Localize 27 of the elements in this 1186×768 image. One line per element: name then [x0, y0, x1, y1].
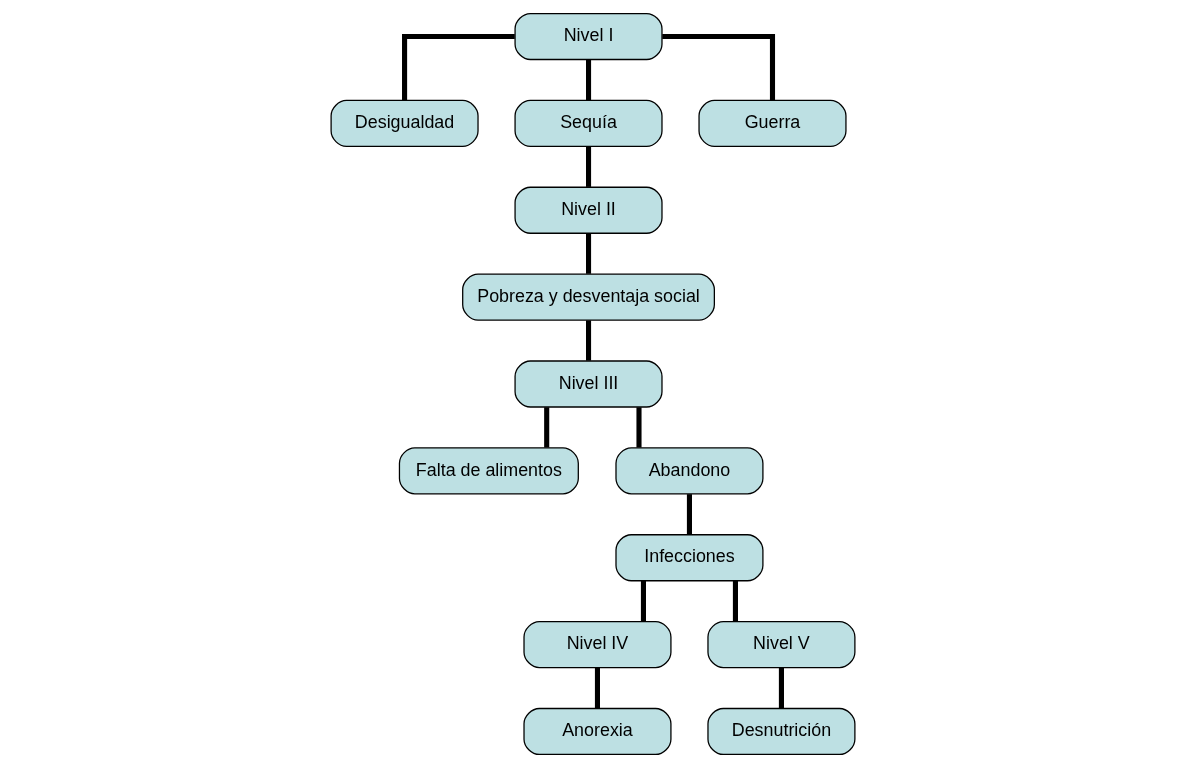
connector [636, 407, 642, 448]
connector [686, 494, 692, 535]
connector [585, 233, 592, 274]
node-box: Abandono [615, 447, 764, 495]
connector [732, 581, 738, 622]
connector [640, 581, 646, 622]
node-box: Anorexia [523, 707, 672, 756]
connector [585, 146, 592, 187]
connector [662, 33, 776, 101]
connector [778, 667, 784, 709]
connector [544, 407, 550, 448]
node-box: Nivel III [514, 360, 663, 408]
connector [594, 667, 601, 709]
connector [585, 320, 592, 361]
node-box: Nivel IV [523, 621, 672, 669]
node-box: Desnutrición [707, 707, 856, 756]
node-box: Nivel I [514, 12, 663, 61]
node-box: Desigualdad [330, 99, 479, 147]
node-box: Guerra [698, 99, 847, 147]
node-box: Nivel II [514, 186, 663, 234]
node-box: Sequía [514, 99, 663, 147]
node-box: Nivel V [707, 621, 856, 669]
connector [402, 33, 515, 101]
node-box: Pobreza y desventaja social [462, 273, 715, 321]
node-box: Falta de alimentos [398, 447, 579, 495]
node-box: Infecciones [615, 534, 764, 582]
connector [585, 59, 592, 101]
